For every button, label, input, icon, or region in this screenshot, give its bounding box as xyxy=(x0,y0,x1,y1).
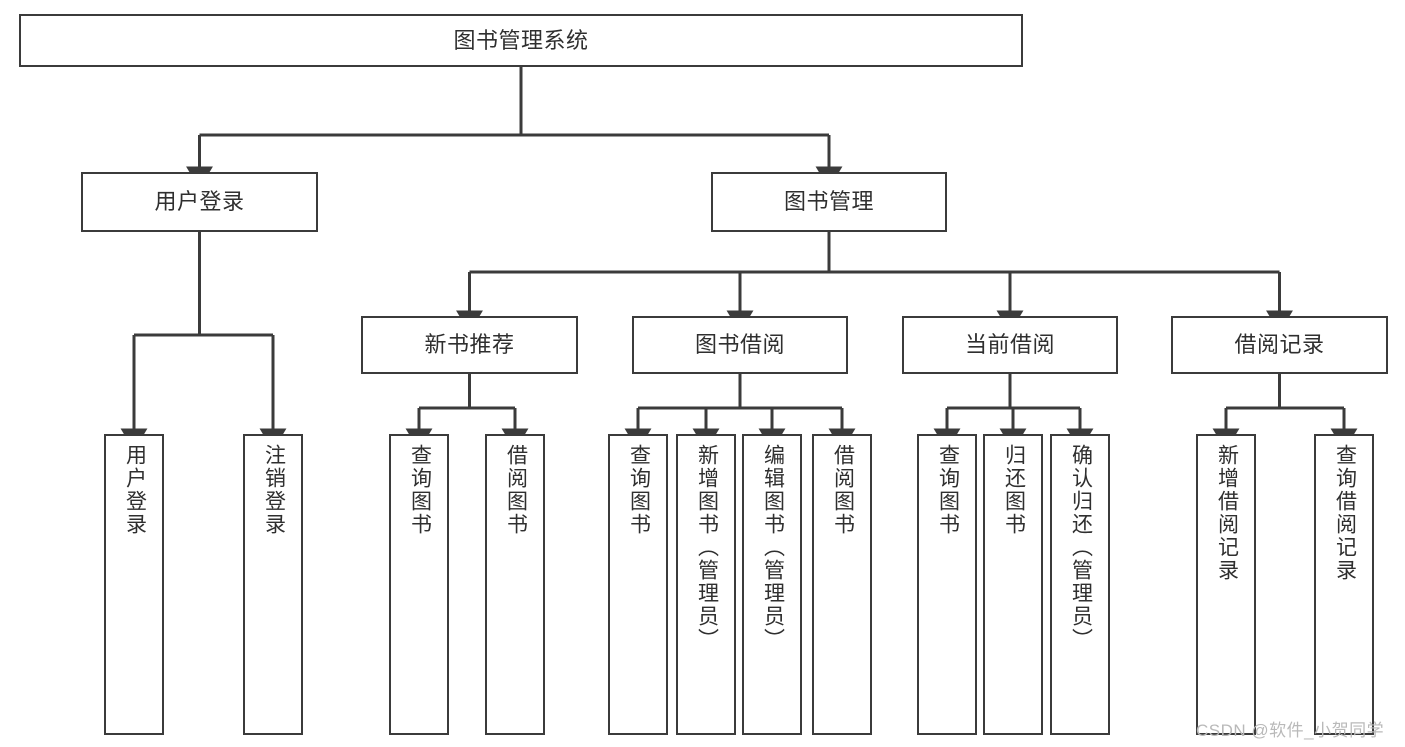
node-book-borrow[interactable]: 图书借阅 xyxy=(632,316,848,374)
node-user-login[interactable]: 用户登录 xyxy=(81,172,318,232)
node-leaf-borrow-add[interactable]: 新增图书（管理员） xyxy=(676,434,736,735)
node-label: 图书借阅 xyxy=(694,332,785,358)
node-leaf-cur-query[interactable]: 查询图书 xyxy=(917,434,977,735)
node-new-book-rec[interactable]: 新书推荐 xyxy=(361,316,578,374)
node-root[interactable]: 图书管理系统 xyxy=(19,14,1023,67)
node-label: 新增借阅记录 xyxy=(1215,444,1239,582)
node-leaf-cur-return[interactable]: 归还图书 xyxy=(983,434,1043,735)
node-borrow-record[interactable]: 借阅记录 xyxy=(1171,316,1388,374)
node-label: 确认归还（管理员） xyxy=(1069,444,1093,651)
node-leaf-rec-search[interactable]: 查询借阅记录 xyxy=(1314,434,1374,735)
csdn-watermark: CSDN @软件_小贺同学 xyxy=(1196,721,1385,740)
node-leaf-user-logout[interactable]: 注销登录 xyxy=(243,434,303,735)
node-label: 借阅记录 xyxy=(1234,332,1325,358)
node-leaf-cur-confirm[interactable]: 确认归还（管理员） xyxy=(1050,434,1110,735)
node-label: 当前借阅 xyxy=(964,332,1055,358)
node-label: 查询图书 xyxy=(936,444,960,536)
node-leaf-rec-query[interactable]: 查询图书 xyxy=(389,434,449,735)
node-label: 注销登录 xyxy=(262,444,286,536)
node-book-manage[interactable]: 图书管理 xyxy=(711,172,947,232)
node-label: 新增图书（管理员） xyxy=(695,444,719,651)
node-leaf-user-login[interactable]: 用户登录 xyxy=(104,434,164,735)
node-label: 借阅图书 xyxy=(504,444,528,536)
node-label: 编辑图书（管理员） xyxy=(761,444,785,651)
node-label: 图书管理 xyxy=(783,189,874,215)
node-leaf-borrow-edit[interactable]: 编辑图书（管理员） xyxy=(742,434,802,735)
node-label: 用户登录 xyxy=(123,444,147,536)
node-label: 归还图书 xyxy=(1002,444,1026,536)
node-leaf-rec-add[interactable]: 新增借阅记录 xyxy=(1196,434,1256,735)
node-label: 新书推荐 xyxy=(424,332,515,358)
node-current-borrow[interactable]: 当前借阅 xyxy=(902,316,1118,374)
node-label: 查询借阅记录 xyxy=(1333,444,1357,582)
node-leaf-borrow-query[interactable]: 查询图书 xyxy=(608,434,668,735)
node-label: 查询图书 xyxy=(408,444,432,536)
node-leaf-rec-borrow[interactable]: 借阅图书 xyxy=(485,434,545,735)
node-leaf-borrow-borrow[interactable]: 借阅图书 xyxy=(812,434,872,735)
node-label: 图书管理系统 xyxy=(453,27,589,53)
node-label: 借阅图书 xyxy=(831,444,855,536)
node-label: 查询图书 xyxy=(627,444,651,536)
node-label: 用户登录 xyxy=(154,189,245,215)
